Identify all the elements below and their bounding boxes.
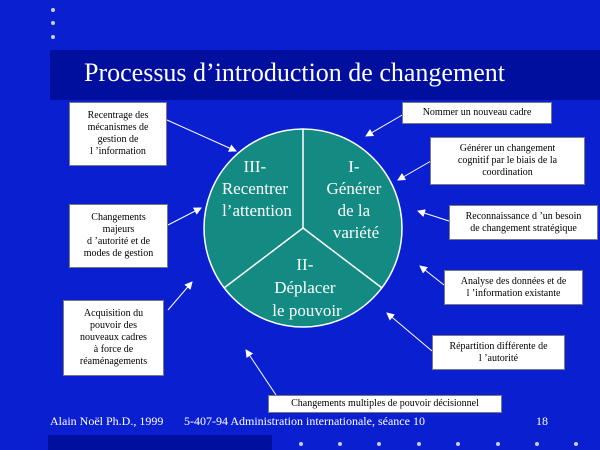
arrow-reconnaissance (417, 209, 450, 222)
divider-left (223, 227, 304, 289)
footer-page: 18 (536, 414, 548, 428)
box-changements-multiples: Changements multiples de pouvoir décisio… (268, 395, 502, 413)
decor-dot (417, 442, 421, 446)
arrow-acquisition (167, 281, 193, 311)
box-line: gestion de (97, 134, 139, 145)
slide-title: Processus d’introduction de changement (84, 58, 505, 87)
box-acquisition: Acquisition du pouvoir des nouveaux cadr… (63, 300, 164, 376)
svg-text:III- Recentrer l’a: III- Recentrer l’attention (222, 157, 293, 220)
box-line: de changement stratégique (470, 222, 577, 234)
box-line: Nommer un nouveau cadre (422, 107, 532, 118)
decor-dot (496, 442, 500, 446)
box-line: majeurs (102, 224, 135, 235)
decor-dot (51, 8, 55, 12)
box-line: Analyse des données et de (460, 275, 567, 287)
segment-left-line: l’attention (222, 201, 292, 220)
svg-text:II- Déplacer le po: II- Déplacer le pouvoir (272, 255, 342, 320)
box-changements-majeurs: Changements majeurs d ’autorité et de mo… (69, 204, 168, 268)
arrow-changements-multiples (245, 349, 277, 396)
arrow-repartition (386, 312, 433, 352)
box-line: l ’information existante (466, 287, 561, 299)
box-line: coordination (482, 167, 533, 178)
box-line: cognitif par le biais de la (457, 155, 558, 166)
box-line: Changements multiples de pouvoir décisio… (291, 398, 479, 409)
segment-bottom-line: Déplacer (274, 278, 336, 297)
divider-right (302, 227, 383, 289)
box-line: d ’autorité et de (86, 236, 151, 247)
footer-author: Alain Noël Ph.D., 1999 (50, 414, 164, 428)
title-bar (50, 50, 600, 100)
box-analyse: Analyse des données et de l ’information… (444, 270, 583, 305)
decor-dot (338, 442, 342, 446)
box-line: Changements (91, 212, 146, 223)
arrow-generer (397, 160, 432, 181)
box-line: à force de (93, 344, 134, 355)
box-line: Acquisition du (83, 308, 144, 319)
svg-text:I- Générer de la: I- Générer de la variété (327, 157, 386, 242)
box-line: réaménagements (79, 356, 148, 367)
box-line: l ’autorité (478, 352, 519, 364)
segment-bottom-line: le pouvoir (272, 301, 342, 320)
box-line: pouvoir des (90, 320, 137, 331)
segment-right-line: variété (333, 223, 379, 242)
box-line: Répartition différente de (449, 340, 548, 352)
segment-right-line: Générer (327, 179, 382, 198)
box-line: Générer un changement (459, 143, 556, 154)
box-reconnaissance: Reconnaissance d ’un besoin de changemen… (449, 205, 598, 240)
box-line: modes de gestion (83, 248, 154, 259)
box-line: mécanismes de (87, 122, 149, 133)
segment-left-line: III- (244, 157, 267, 176)
segment-right-line: de la (338, 201, 371, 220)
decor-dot (574, 442, 578, 446)
decor-dot (377, 442, 381, 446)
segment-right-line: I- (348, 157, 360, 176)
segment-bottom-line: II- (296, 255, 313, 274)
decor-dot (51, 35, 55, 39)
box-line: nouveaux cadres (80, 332, 147, 343)
decor-dot (456, 442, 460, 446)
arrow-nommer (365, 113, 405, 137)
box-nommer: Nommer un nouveau cadre (402, 102, 552, 124)
decor-dot (51, 21, 55, 25)
box-generer: Générer un changement cognitif par le bi… (430, 137, 585, 185)
arrow-recentrage (166, 119, 237, 152)
footer-strip (48, 435, 272, 450)
box-line: Recentrage des (87, 110, 149, 121)
arrow-analyse (419, 265, 445, 286)
decor-dot (535, 442, 539, 446)
box-line: l ’information (90, 146, 146, 157)
arrow-changements-majeurs (167, 207, 202, 226)
segment-left-line: Recentrer (222, 179, 288, 198)
box-line: Reconnaissance d ’un besoin (465, 210, 582, 222)
box-recentrage: Recentrage des mécanismes de gestion de … (69, 102, 167, 166)
box-repartition: Répartition différente de l ’autorité (432, 335, 565, 370)
footer-course: 5-407-94 Administration internationale, … (184, 414, 425, 428)
decor-dot (299, 442, 303, 446)
